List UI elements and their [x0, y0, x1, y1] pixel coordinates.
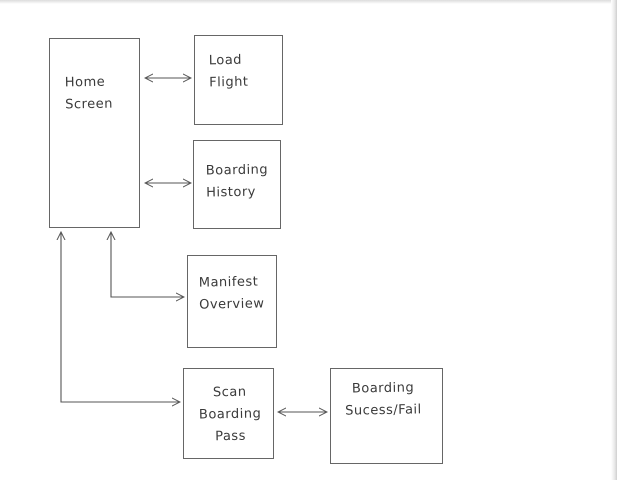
node-home-screen-label: Home Screen	[65, 72, 113, 117]
label-line: Manifest	[198, 274, 259, 291]
node-home-screen	[49, 38, 140, 228]
label-line: Flight	[209, 74, 249, 91]
node-load-flight	[194, 35, 283, 125]
node-boarding-history	[193, 140, 281, 229]
edge-home-scan	[61, 232, 180, 402]
node-manifest-overview	[187, 255, 277, 348]
scan-right-edge	[611, 0, 617, 480]
edge-home-manifest	[111, 232, 184, 297]
label-line: Home	[64, 74, 106, 91]
label-line: Boarding	[198, 406, 262, 423]
label-line: Sucess/Fail	[345, 402, 422, 419]
node-manifest-overview-label: Manifest Overview	[199, 271, 265, 316]
node-load-flight-label: Load Flight	[209, 50, 249, 95]
label-line: Pass	[215, 428, 247, 445]
label-line: Scan	[212, 384, 247, 401]
label-line: History	[206, 184, 257, 201]
node-scan-boarding-pass	[183, 368, 274, 459]
node-boarding-success-fail	[330, 368, 443, 464]
label-line: Boarding	[351, 380, 415, 397]
label-line: Overview	[199, 296, 265, 313]
node-scan-boarding-pass-label: Scan Boarding Pass	[198, 381, 262, 448]
scan-top-edge	[0, 0, 617, 4]
node-boarding-history-label: Boarding History	[206, 159, 269, 204]
label-line: Boarding	[205, 162, 269, 179]
label-line: Screen	[65, 96, 114, 113]
label-line: Load	[208, 52, 243, 69]
node-boarding-success-fail-label: Boarding Sucess/Fail	[345, 377, 422, 422]
